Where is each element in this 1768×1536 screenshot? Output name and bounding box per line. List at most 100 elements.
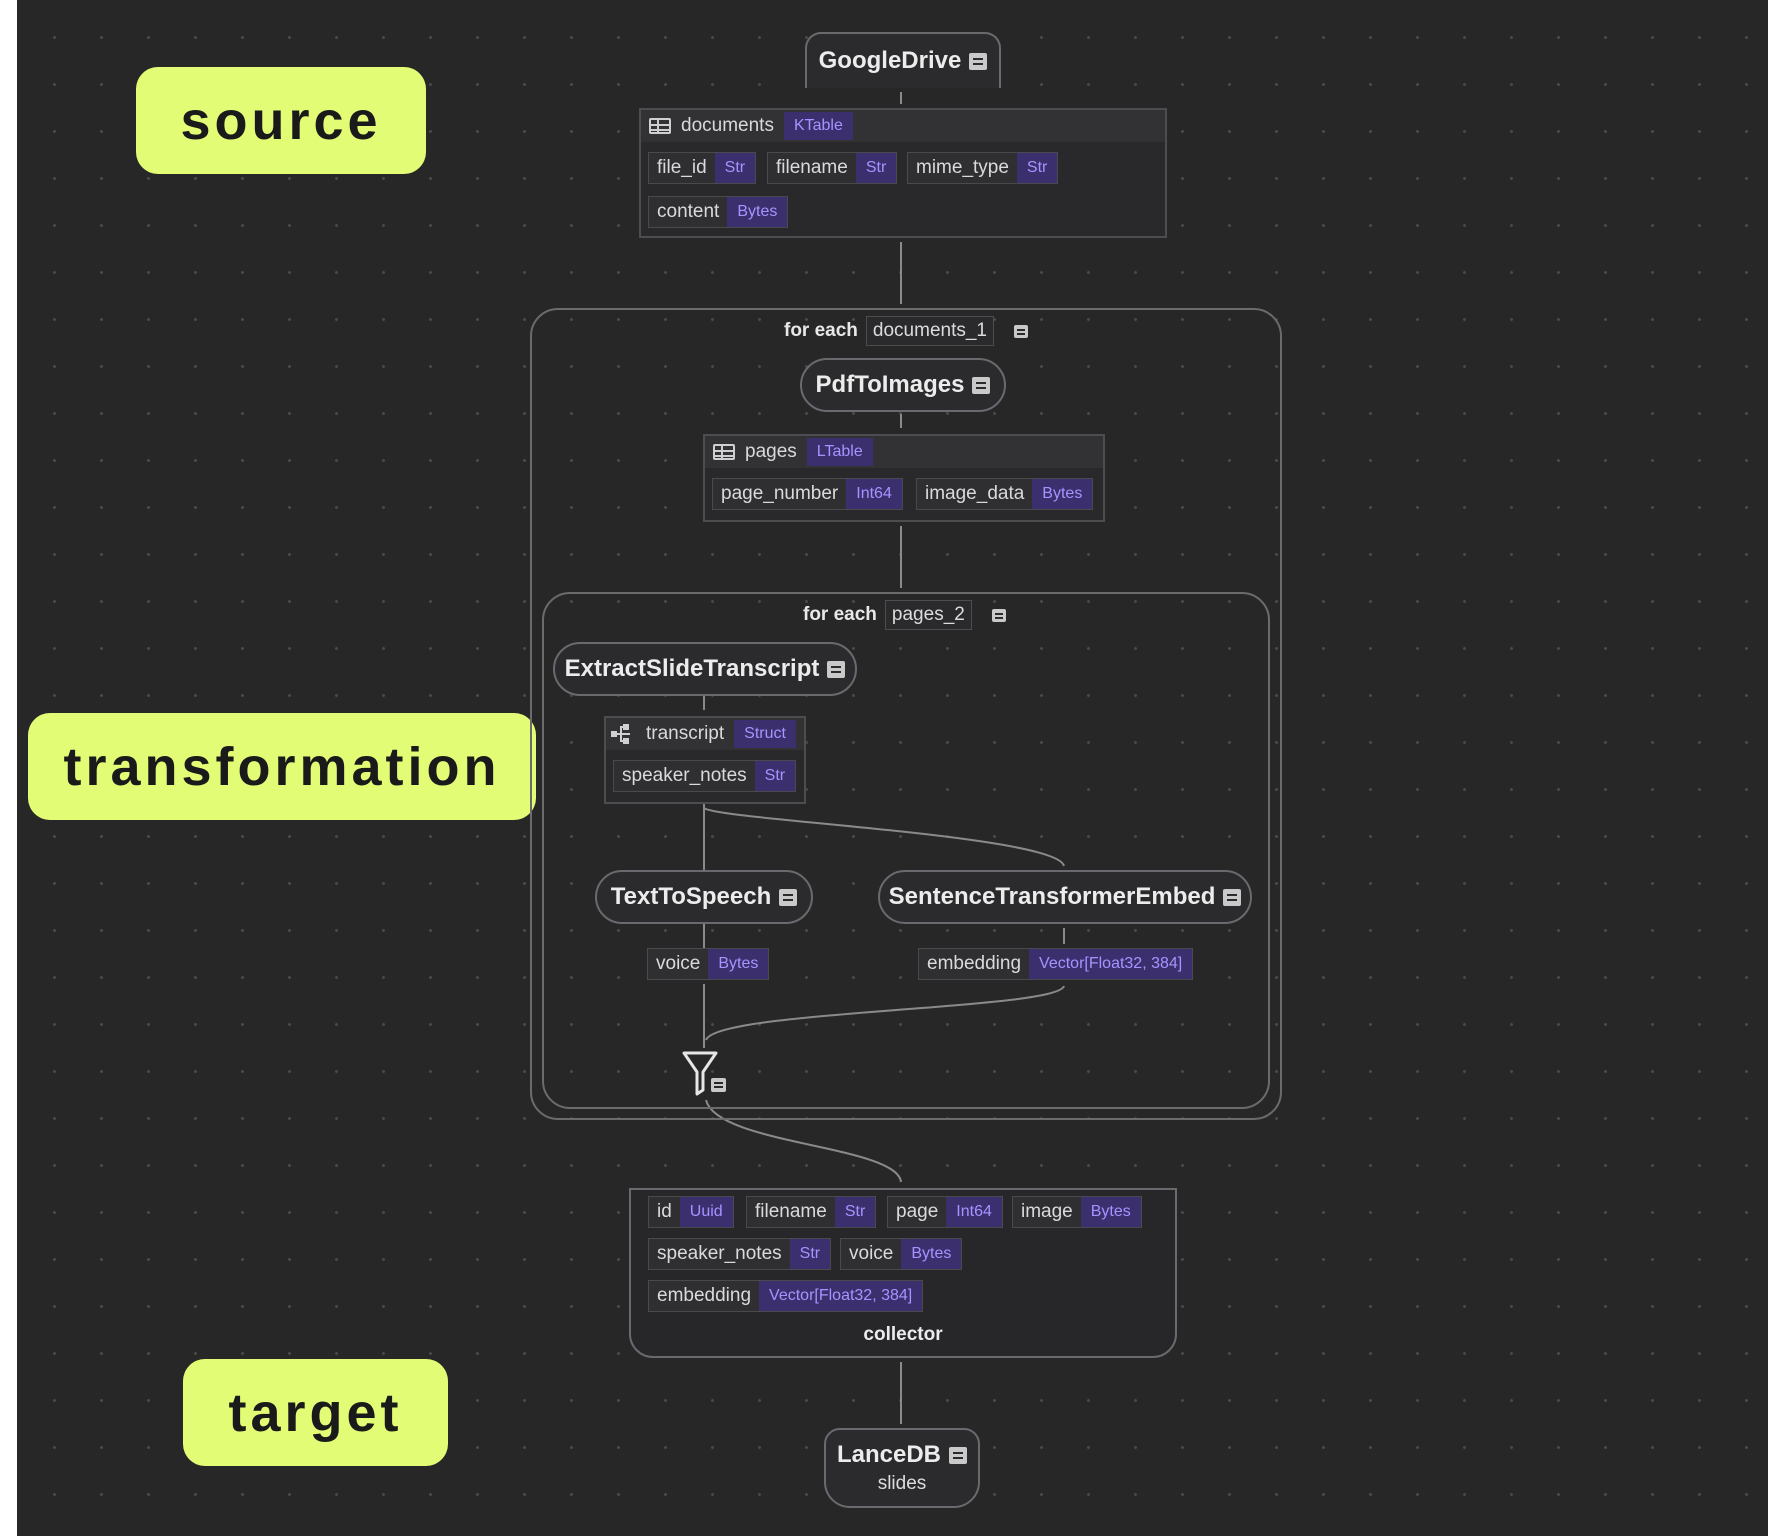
- outer-foreach-keyword: for each: [784, 320, 858, 341]
- field-type: Str: [789, 1239, 831, 1269]
- document-icon: [969, 52, 988, 70]
- stage-label-source: source: [136, 67, 426, 174]
- source-node-googledrive[interactable]: GoogleDrive: [805, 32, 1001, 88]
- field-type: Int64: [846, 479, 902, 509]
- field-name: page: [896, 1201, 939, 1222]
- stage-label-target: target: [183, 1359, 448, 1466]
- collector-field-id[interactable]: id Uuid: [648, 1196, 734, 1228]
- documents-table-name: documents: [681, 115, 774, 136]
- document-icon: [972, 376, 991, 394]
- field-name: filename: [776, 157, 848, 178]
- field-mime-type[interactable]: mime_type Str: [907, 152, 1059, 184]
- extract-node-name: ExtractSlideTranscript: [564, 655, 820, 682]
- field-name: mime_type: [916, 157, 1009, 178]
- collector-field-speaker-notes[interactable]: speaker_notes Str: [648, 1238, 832, 1270]
- document-icon: [1223, 888, 1242, 906]
- documents-table-header: documents KTable: [641, 110, 1165, 142]
- edge-transcript-to-embed: [703, 807, 1065, 867]
- field-name: embedding: [657, 1285, 752, 1306]
- collector-field-voice[interactable]: voice Bytes: [840, 1238, 963, 1270]
- field-type: Bytes: [727, 197, 788, 227]
- field-type: Str: [714, 153, 756, 183]
- field-type: Bytes: [901, 1239, 962, 1269]
- target-node-name: LanceDB: [836, 1441, 942, 1468]
- field-type: Str: [754, 761, 796, 791]
- field-type: Bytes: [708, 949, 769, 979]
- outer-foreach-loop: [530, 308, 1282, 1120]
- field-name: filename: [755, 1201, 827, 1222]
- document-icon: [779, 888, 798, 906]
- field-name: speaker_notes: [622, 765, 747, 786]
- collector-label: collector: [863, 1324, 943, 1345]
- text-to-speech-node[interactable]: TextToSpeech: [595, 870, 813, 924]
- transcript-struct-name: transcript: [646, 723, 725, 744]
- field-type: Str: [855, 153, 897, 183]
- field-name: file_id: [657, 157, 707, 178]
- field-filename[interactable]: filename Str: [767, 152, 898, 184]
- field-name: speaker_notes: [657, 1243, 782, 1264]
- collector-field-filename[interactable]: filename Str: [746, 1196, 877, 1228]
- target-node-lancedb[interactable]: LanceDB slides: [824, 1428, 980, 1508]
- pages-table-header: pages LTable: [705, 436, 1103, 468]
- table-icon: [649, 118, 671, 134]
- field-type: Bytes: [1032, 479, 1093, 509]
- target-node-table: slides: [877, 1473, 927, 1494]
- document-icon: [991, 608, 1006, 622]
- inner-foreach-variable: pages_2: [884, 600, 972, 630]
- field-content[interactable]: content Bytes: [648, 196, 789, 228]
- document-icon: [827, 660, 846, 678]
- stage-label-transformation-text: transformation: [63, 736, 501, 797]
- inner-foreach-header: for each pages_2: [803, 600, 1006, 630]
- field-name: voice: [656, 953, 701, 974]
- edge-embedding-to-filter: [705, 985, 1065, 1041]
- field-type: Int64: [946, 1197, 1002, 1227]
- source-node-name: GoogleDrive: [818, 47, 962, 74]
- inner-foreach-keyword: for each: [803, 604, 877, 625]
- field-type: Uuid: [679, 1197, 733, 1227]
- field-voice[interactable]: voice Bytes: [647, 948, 770, 980]
- pages-table-name: pages: [745, 441, 797, 462]
- field-file-id[interactable]: file_id Str: [648, 152, 757, 184]
- transcript-struct-header: transcript Struct: [606, 718, 804, 750]
- struct-tree-icon: [611, 724, 630, 744]
- documents-table-type: KTable: [783, 112, 853, 140]
- flow-edges: [703, 92, 1065, 1424]
- field-name: embedding: [927, 953, 1022, 974]
- filter-icon[interactable]: [681, 1050, 737, 1098]
- collector-field-page[interactable]: page Int64: [887, 1196, 1003, 1228]
- field-type: Vector[Float32, 384]: [1029, 949, 1193, 979]
- field-image-data[interactable]: image_data Bytes: [916, 478, 1094, 510]
- field-type: Str: [834, 1197, 876, 1227]
- field-speaker-notes[interactable]: speaker_notes Str: [613, 760, 797, 792]
- stage-label-transformation: transformation: [28, 713, 536, 820]
- pdf-to-images-node[interactable]: PdfToImages: [800, 358, 1006, 412]
- tts-node-name: TextToSpeech: [610, 883, 772, 910]
- field-name: id: [657, 1201, 672, 1222]
- stage-label-source-text: source: [180, 90, 382, 151]
- field-embedding[interactable]: embedding Vector[Float32, 384]: [918, 948, 1194, 980]
- collector-field-embedding[interactable]: embedding Vector[Float32, 384]: [648, 1280, 924, 1312]
- extract-slide-transcript-node[interactable]: ExtractSlideTranscript: [553, 642, 857, 696]
- pages-table-type: LTable: [806, 438, 873, 466]
- collector-field-image[interactable]: image Bytes: [1012, 1196, 1142, 1228]
- target-node-title-row: LanceDB: [836, 1441, 968, 1469]
- field-name: image: [1021, 1201, 1073, 1222]
- field-name: voice: [849, 1243, 894, 1264]
- embed-node-name: SentenceTransformerEmbed: [888, 883, 1216, 910]
- field-type: Vector[Float32, 384]: [759, 1281, 923, 1311]
- flow-canvas: source transformation target GoogleDrive…: [17, 0, 1768, 1536]
- table-icon: [713, 444, 735, 460]
- field-name: image_data: [925, 483, 1025, 504]
- edge-filter-to-collector: [705, 1099, 902, 1183]
- outer-foreach-variable: documents_1: [865, 316, 994, 346]
- field-page-number[interactable]: page_number Int64: [712, 478, 903, 510]
- document-icon: [1014, 324, 1028, 338]
- pdf-node-name: PdfToImages: [815, 371, 965, 398]
- field-type: Str: [1016, 153, 1058, 183]
- document-icon: [949, 1446, 968, 1464]
- field-name: page_number: [721, 483, 839, 504]
- field-type: Bytes: [1080, 1197, 1141, 1227]
- field-name: content: [657, 201, 720, 222]
- stage-label-target-text: target: [228, 1382, 403, 1443]
- sentence-transformer-embed-node[interactable]: SentenceTransformerEmbed: [878, 870, 1252, 924]
